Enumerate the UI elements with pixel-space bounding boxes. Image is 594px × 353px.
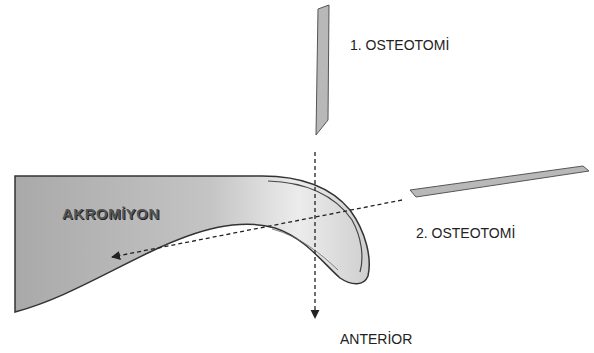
osteotomy-label: 2. OSTEOTOMİ [416,225,515,241]
cut-line [314,152,315,318]
osteotome-blade [410,166,589,197]
part-name: AKROMİYON [62,205,164,222]
osteotome-blade [316,5,329,135]
direction-label: ANTERİOR [340,331,412,347]
osteotomy-label: 1. OSTEOTOMİ [350,37,449,53]
cortical-line-inner [272,229,338,270]
bone-label-area: AKROMİYON [62,205,164,222]
acromion-bone [15,176,369,312]
